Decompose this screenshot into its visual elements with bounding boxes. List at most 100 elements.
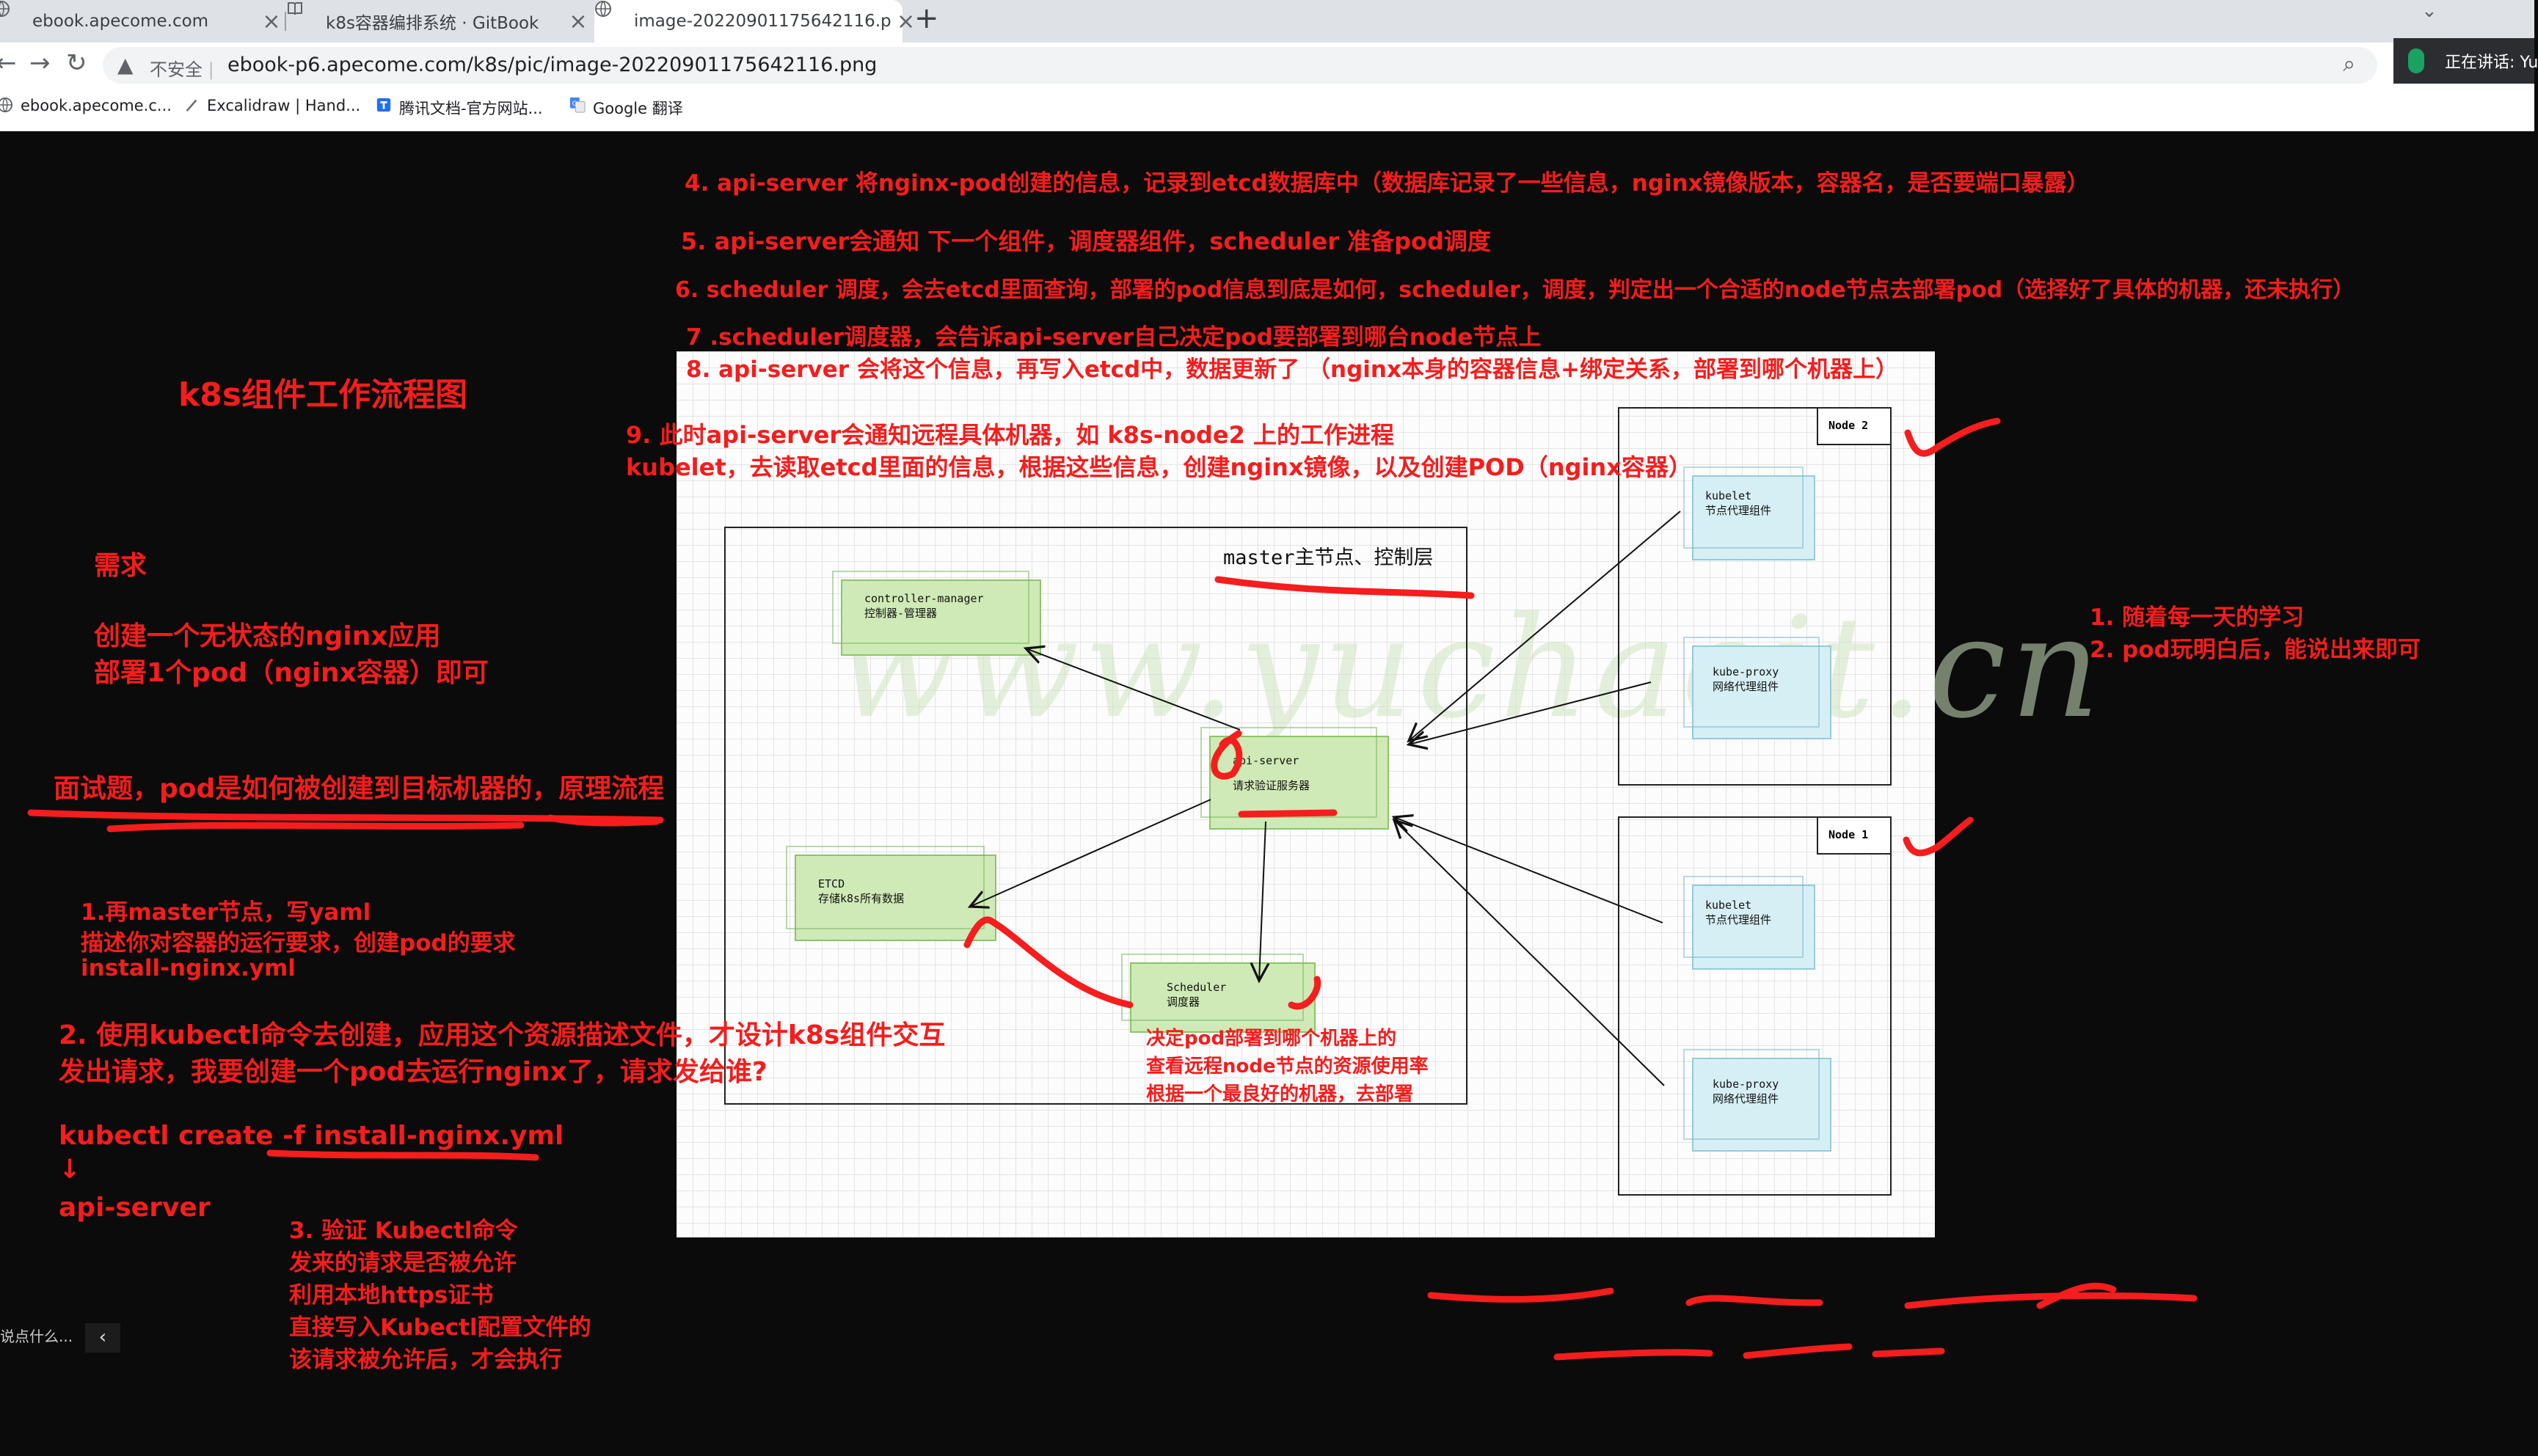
requirement-heading: 需求 (94, 551, 147, 581)
tab-image-active[interactable]: image-20220901175642116.p × (594, 0, 915, 43)
node2-label: Node 2 (1817, 407, 1892, 445)
step5-text: 5. api-server会通知 下一个组件，调度器组件，scheduler 准… (681, 227, 1491, 255)
controller-manager-box: controller-manager 控制器-管理器 (832, 571, 1041, 656)
tab-search-chevron-icon[interactable]: ⌄ (2421, 0, 2437, 22)
tab-title: k8s容器编排系统 · GitBook (326, 14, 539, 33)
tab-strip: ebook.apecome.com × k8s容器编排系统 · GitBook … (0, 0, 2534, 43)
scheduler-box: Scheduler 调度器 (1121, 954, 1316, 1033)
box-shadow-outline (832, 571, 1029, 644)
step3-line: 利用本地https证书 (289, 1282, 494, 1309)
page-title: k8s组件工作流程图 (178, 376, 468, 414)
component-name: kube-proxy (1713, 1078, 1779, 1091)
close-tab-icon[interactable]: × (897, 8, 916, 34)
forward-arrow-icon[interactable]: → (29, 48, 51, 78)
step9-line: 9. 此时api-server会通知远程具体机器，如 k8s-node2 上的工… (626, 421, 1394, 449)
new-tab-button[interactable]: + (914, 1, 939, 35)
box-shadow-outline (1121, 954, 1304, 1021)
component-name: controller-manager (864, 592, 984, 605)
component-desc: 请求验证服务器 (1233, 779, 1310, 792)
box-shadow-outline (1683, 637, 1820, 728)
scheduler-note-line: 查看远程node节点的资源使用率 (1146, 1056, 1429, 1078)
step3-line: 3. 验证 Kubectl命令 (289, 1218, 518, 1244)
zoom-magnifier-icon[interactable]: ⌕ (2343, 51, 2355, 77)
collapse-chevron-icon[interactable]: ‹ (85, 1323, 120, 1353)
bookmark-google-translate[interactable]: G Google 翻译 (569, 97, 683, 119)
chat-input[interactable]: 说点什么... (0, 1328, 73, 1345)
component-name: ETCD (818, 877, 845, 890)
step1-line: install-nginx.yml (81, 955, 296, 981)
speaking-text: 正在讲话: Yu (2445, 54, 2538, 72)
globe-icon (0, 1, 21, 30)
step9-line: kubelet，去读取etcd里面的信息，根据这些信息，创建nginx镜像，以及… (626, 453, 1692, 481)
node1-label: Node 1 (1817, 816, 1892, 855)
not-secure-warning-icon[interactable]: ▲ (117, 53, 134, 77)
component-desc: 存储k8s所有数据 (818, 892, 905, 905)
scheduler-note-line: 根据一个最良好的机器，去部署 (1146, 1083, 1414, 1105)
master-frame (724, 527, 1467, 1105)
svg-text:G: G (572, 100, 577, 108)
step2-line: 发出请求，我要创建一个pod去运行nginx了，请求发给谁? (59, 1057, 767, 1087)
step8-text: 8. api-server 会将这个信息，再写入etcd中，数据更新了 （ngi… (686, 356, 1898, 383)
scheduler-note-line: 决定pod部署到哪个机器上的 (1146, 1028, 1397, 1050)
component-arrows (970, 511, 1681, 1086)
step6-text: 6. scheduler 调度，会去etcd里面查询，部署的pod信息到底是如何… (675, 277, 2355, 303)
box-shadow-outline (1200, 727, 1377, 818)
globe-icon (0, 97, 13, 114)
component-name: kubelet (1705, 899, 1752, 912)
component-name: kube-proxy (1713, 665, 1779, 678)
reload-icon[interactable]: ↻ (66, 48, 87, 78)
node2-frame (1618, 407, 1892, 786)
google-translate-icon: G (569, 97, 586, 116)
command-target: api-server (59, 1193, 211, 1223)
box-shadow-outline (786, 846, 985, 929)
box-shadow-outline (1683, 1049, 1820, 1140)
bookmark-excalidraw[interactable]: Excalidraw | Hand... (183, 97, 360, 114)
kubectl-command: kubectl create -f install-nginx.yml (59, 1121, 564, 1151)
component-name: api-server (1233, 754, 1299, 767)
component-name: kubelet (1705, 489, 1752, 502)
interview-question: 面试题，pod是如何被创建到目标机器的，原理流程 (54, 774, 665, 804)
tab-title: ebook.apecome.com (32, 12, 209, 31)
node2-kubelet-box: kubelet 节点代理组件 (1683, 467, 1815, 560)
excalidraw-pen-icon (183, 98, 200, 114)
box-shadow-outline (1683, 876, 1804, 958)
step4-text: 4. api-server 将nginx-pod创建的信息，记录到etcd数据库… (685, 170, 2090, 197)
component-desc: 控制器-管理器 (864, 607, 938, 620)
microphone-icon (2408, 48, 2424, 73)
bookmark-tencent-docs[interactable]: 腾讯文档-官方网站... (376, 97, 543, 119)
browser-toolbar: ← → ↻ ▲ 不安全 | ebook-p6.apecome.com/k8s/p… (0, 43, 2534, 88)
tencent-docs-icon (376, 98, 392, 116)
bookmark-ebook[interactable]: ebook.apecome.c... (0, 97, 172, 114)
tab-title: image-20220901175642116.p (634, 12, 891, 31)
side-note-line: 2. pod玩明白后，能说出来即可 (2090, 637, 2421, 663)
security-label: 不安全 | (150, 59, 214, 80)
step2-line: 2. 使用kubectl命令去创建，应用这个资源描述文件，才设计k8s组件交互 (59, 1020, 946, 1050)
step3-line: 发来的请求是否被允许 (289, 1250, 517, 1276)
node2-kube-proxy-box: kube-proxy 网络代理组件 (1683, 637, 1831, 739)
tab-ebook-home[interactable]: ebook.apecome.com × (0, 0, 286, 43)
component-name: Scheduler (1167, 981, 1227, 994)
component-desc: 网络代理组件 (1713, 680, 1779, 693)
address-bar[interactable]: ▲ 不安全 | ebook-p6.apecome.com/k8s/pic/ima… (103, 47, 2377, 84)
side-note-line: 1. 随着每一天的学习 (2090, 604, 2305, 631)
requirement-line: 部署1个pod（nginx容器）即可 (94, 658, 489, 688)
step7-text: 7 .scheduler调度器，会告诉api-server自己决定pod要部署到… (686, 324, 1542, 351)
bookmarks-bar: ebook.apecome.c... Excalidraw | Hand... … (0, 88, 2534, 131)
box-shadow-outline (1683, 467, 1804, 549)
component-desc: 调度器 (1167, 995, 1200, 1009)
back-arrow-icon[interactable]: ← (0, 48, 17, 78)
watermark: www.yuchaoit.cn (836, 587, 2105, 749)
close-tab-icon[interactable]: × (569, 8, 588, 34)
etcd-box: ETCD 存储k8s所有数据 (786, 846, 996, 941)
component-desc: 节点代理组件 (1705, 504, 1772, 517)
globe-icon (595, 1, 622, 30)
node1-kube-proxy-box: kube-proxy 网络代理组件 (1683, 1049, 1831, 1152)
master-label: master主节点、控制层 (1223, 546, 1434, 569)
tab-separator (285, 12, 286, 31)
step3-line: 直接写入Kubectl配置文件的 (289, 1314, 591, 1341)
tab-gitbook[interactable]: k8s容器编排系统 · GitBook × (286, 0, 593, 43)
book-icon (288, 2, 314, 30)
url-text[interactable]: ebook-p6.apecome.com/k8s/pic/image-20220… (227, 54, 878, 76)
close-tab-icon[interactable]: × (262, 8, 281, 34)
